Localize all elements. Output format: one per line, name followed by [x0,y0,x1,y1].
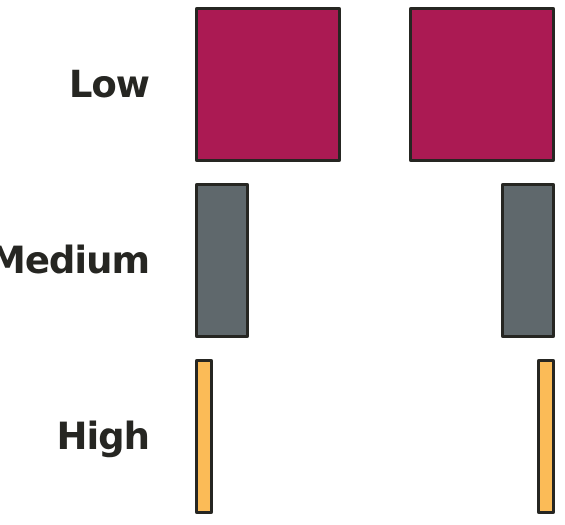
high-right-box [537,359,555,514]
high-left-box [195,359,213,514]
row-label-high: High [56,415,150,458]
medium-left-box [195,183,249,338]
low-right-box [409,7,555,162]
row-label-low: Low [68,63,150,106]
low-left-box [195,7,341,162]
row-label-medium: Medium [0,239,150,282]
medium-right-box [501,183,555,338]
